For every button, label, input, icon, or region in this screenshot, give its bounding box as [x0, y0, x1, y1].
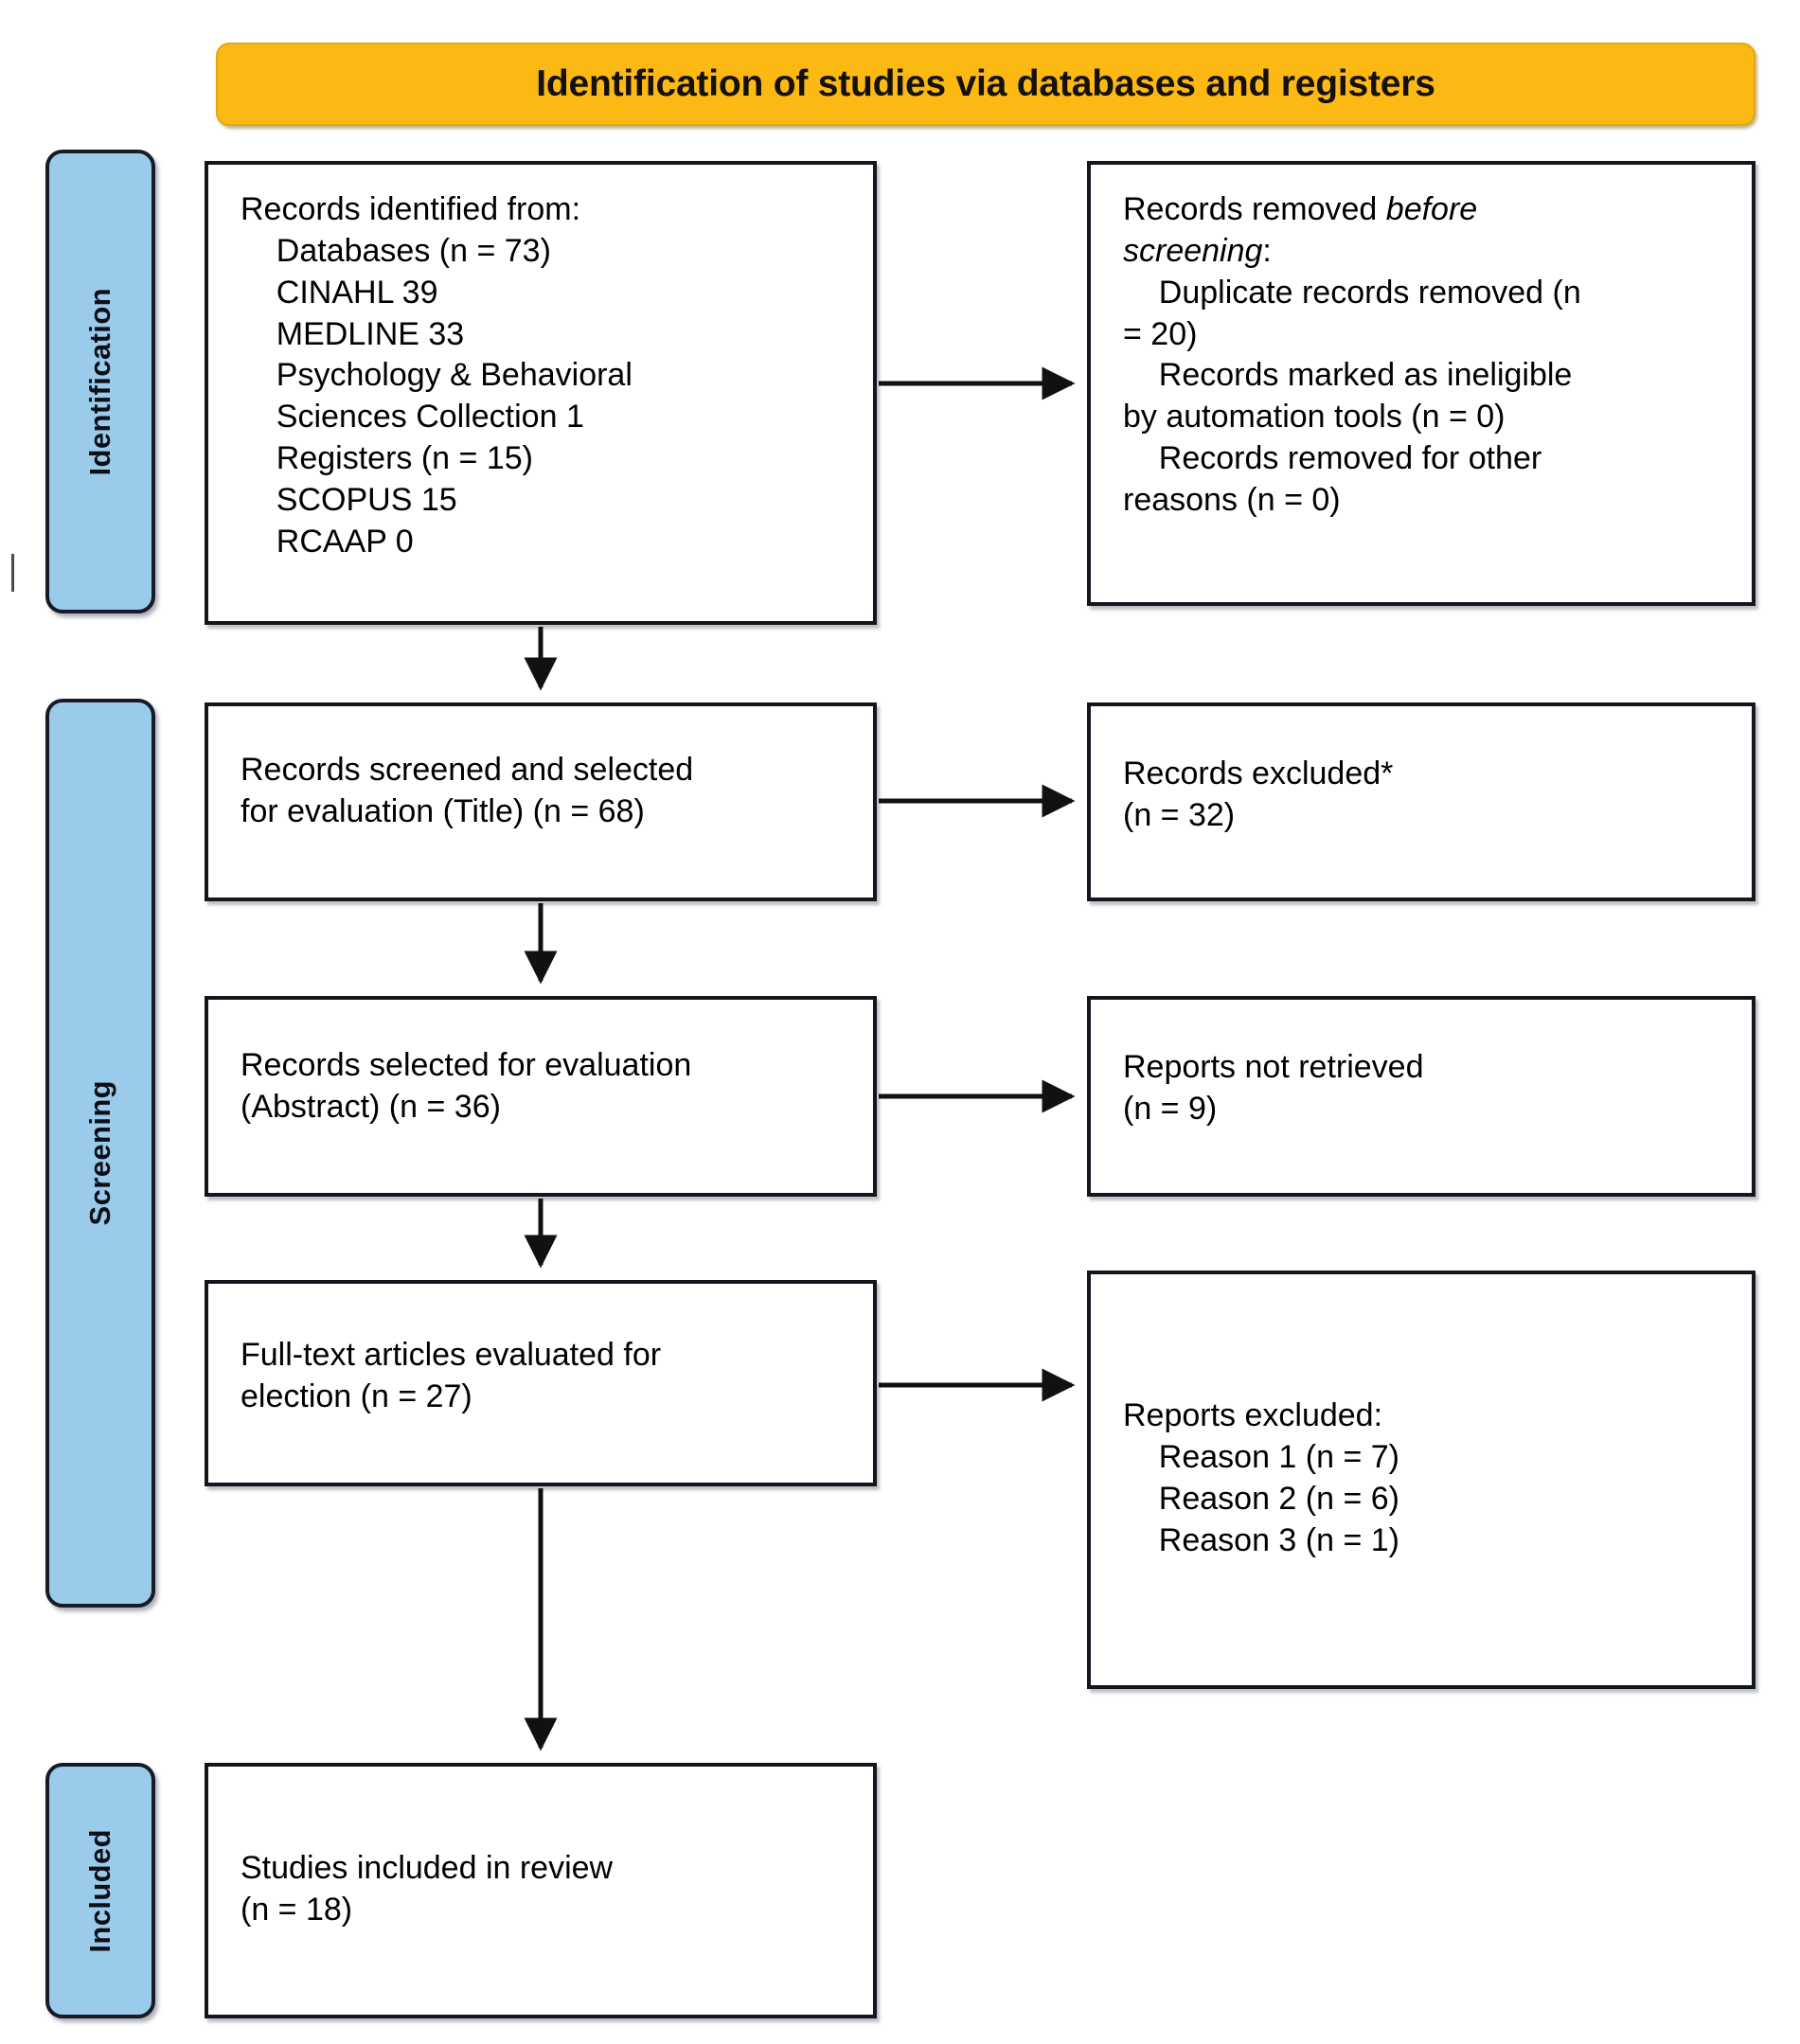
- stage-bar-included: Included: [45, 1763, 155, 2018]
- stage-label-screening: Screening: [83, 1080, 116, 1226]
- reports-not-retrieved-text: Reports not retrieved (n = 9): [1123, 1049, 1424, 1127]
- box-records-removed-before-screening: Records removed before screening: Duplica…: [1087, 161, 1755, 606]
- stage-label-included: Included: [83, 1828, 116, 1953]
- studies-included-text: Studies included in review (n = 18): [241, 1850, 614, 1928]
- box-records-identified: Records identified from: Databases (n = …: [205, 161, 877, 625]
- records-removed-line-prefix: Records removed: [1123, 191, 1386, 227]
- records-removed-details: Duplicate records removed (n = 20) Recor…: [1123, 274, 1581, 519]
- box-records-selected-abstract: Records selected for evaluation (Abstrac…: [205, 996, 877, 1197]
- box-records-screened-title: Records screened and selected for evalua…: [205, 702, 877, 901]
- records-selected-abstract-text: Records selected for evaluation (Abstrac…: [241, 1047, 692, 1125]
- records-removed-text: Records removed before screening: Duplica…: [1123, 189, 1729, 522]
- box-reports-not-retrieved: Reports not retrieved (n = 9): [1087, 996, 1755, 1197]
- box-records-excluded: Records excluded* (n = 32): [1087, 702, 1755, 901]
- records-identified-text: Records identified from: Databases (n = …: [241, 191, 633, 560]
- reports-excluded-text: Reports excluded: Reason 1 (n = 7) Reaso…: [1123, 1397, 1399, 1558]
- banner-identification-header: Identification of studies via databases …: [216, 43, 1755, 126]
- box-full-text-articles-evaluated: Full-text articles evaluated for electio…: [205, 1280, 877, 1486]
- left-tick-mark: [11, 554, 14, 592]
- records-removed-italic-screening: screening: [1123, 232, 1263, 269]
- records-excluded-text: Records excluded* (n = 32): [1123, 755, 1394, 833]
- records-removed-italic-before: before: [1385, 191, 1478, 227]
- box-reports-excluded: Reports excluded: Reason 1 (n = 7) Reaso…: [1087, 1271, 1755, 1689]
- records-screened-title-text: Records screened and selected for evalua…: [241, 752, 694, 829]
- records-removed-colon: :: [1262, 232, 1272, 269]
- box-studies-included-in-review: Studies included in review (n = 18): [205, 1763, 877, 2018]
- stage-bar-screening: Screening: [45, 699, 155, 1608]
- banner-title: Identification of studies via databases …: [536, 62, 1435, 104]
- full-text-articles-text: Full-text articles evaluated for electio…: [241, 1337, 662, 1414]
- stage-bar-identification: Identification: [45, 150, 155, 613]
- stage-label-identification: Identification: [83, 287, 116, 476]
